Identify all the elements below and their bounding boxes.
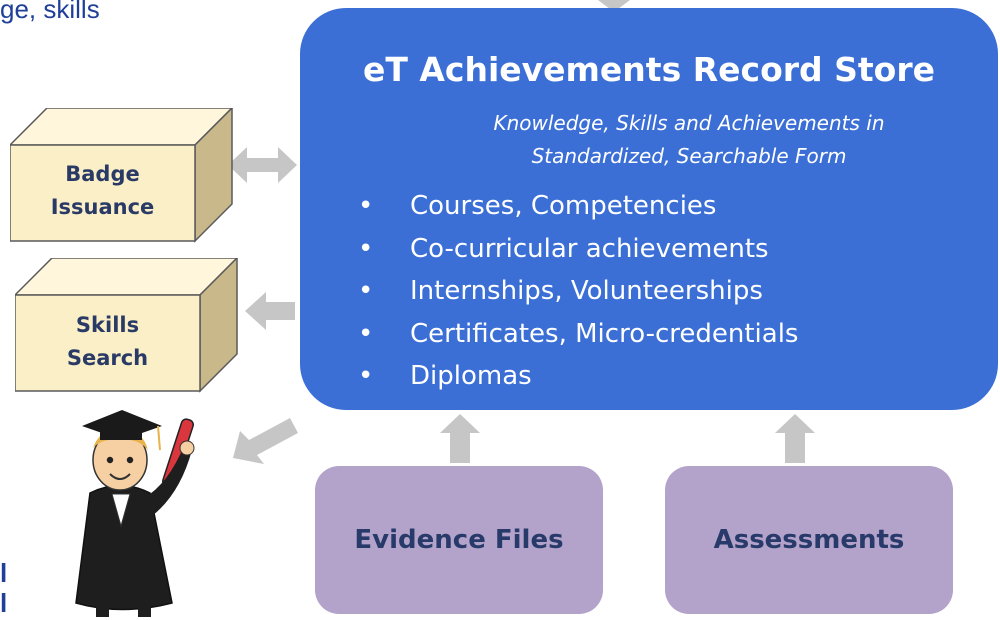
store-item: Diplomas (358, 355, 798, 398)
badge-line2: Issuance (50, 195, 155, 219)
skills-line1: Skills (75, 313, 140, 337)
evidence-files-box: Evidence Files (315, 466, 603, 614)
store-subtitle: Knowledge, Skills and Achievements in St… (380, 107, 998, 173)
store-subtitle-line2: Standardized, Searchable Form (531, 144, 847, 168)
store-item: Courses, Competencies (358, 185, 798, 228)
top-down-arrow (598, 0, 630, 12)
badge-issuance-cube (10, 108, 234, 243)
evidence-files-label: Evidence Files (354, 525, 564, 555)
skills-line2: Search (66, 346, 149, 370)
store-item: Internships, Volunteerships (358, 270, 798, 313)
left-cropped-text-2: l (0, 588, 8, 618)
badge-double-arrow (228, 147, 297, 183)
assessments-up-arrow (775, 414, 815, 463)
store-item-list: Courses, Competencies Co-curricular achi… (358, 185, 798, 398)
assessments-box: Assessments (665, 466, 953, 614)
skills-search-label: Skills Search (15, 309, 200, 375)
top-cropped-text: ge, skills (0, 0, 100, 24)
skills-search-cube (15, 258, 239, 393)
skills-left-arrow (245, 292, 295, 330)
store-item: Certificates, Micro-credentials (358, 313, 798, 356)
badge-line1: Badge (65, 162, 140, 186)
badge-issuance-label: Badge Issuance (10, 158, 195, 224)
store-title: eT Achievements Record Store (362, 50, 935, 89)
assessments-label: Assessments (713, 525, 905, 555)
evidence-up-arrow (440, 414, 480, 463)
left-cropped-text-1: l (0, 558, 8, 588)
store-subtitle-line1: Knowledge, Skills and Achievements in (493, 111, 885, 135)
graduate-illustration (75, 410, 195, 617)
graduate-diagonal-arrow (233, 418, 298, 464)
store-item: Co-curricular achievements (358, 228, 798, 271)
achievements-record-store: eT Achievements Record Store Knowledge, … (300, 8, 998, 410)
